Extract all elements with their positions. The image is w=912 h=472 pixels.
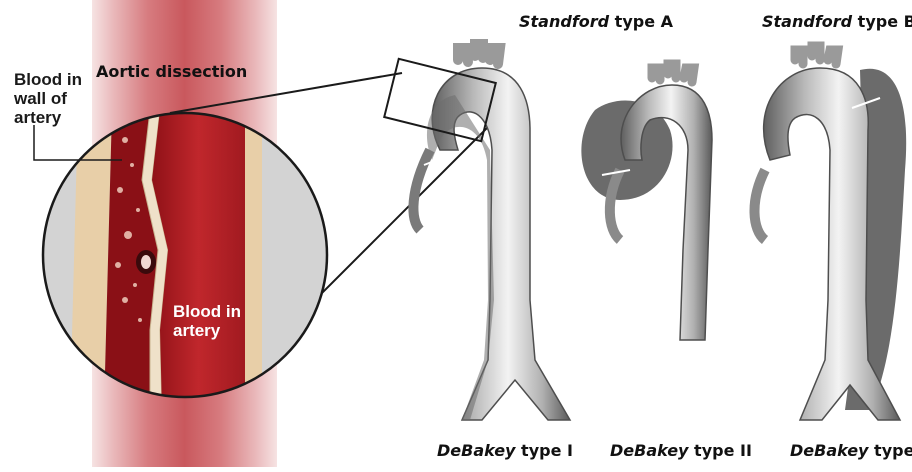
- callout-wall-line-3: artery: [14, 108, 82, 127]
- label-debakey-1: DeBakey type I: [437, 441, 573, 460]
- aorta-debakey-3: [754, 46, 906, 420]
- label-debakey-1-suffix: type I: [515, 441, 572, 460]
- label-debakey-2-name: DeBakey: [610, 441, 688, 460]
- callout-blood-in-artery: Blood in artery: [173, 302, 241, 340]
- callout-blood-in-wall: Blood in wall of artery: [14, 70, 82, 127]
- callout-wall-line-2: wall of: [14, 89, 82, 108]
- callout-artery-line-1: Blood in: [173, 302, 241, 321]
- label-debakey-3-name: DeBakey: [790, 441, 868, 460]
- label-stanford-a-name: Standford: [519, 12, 609, 31]
- label-debakey-3-suffix: type III: [868, 441, 912, 460]
- label-stanford-a-suffix: type A: [609, 12, 673, 31]
- illustration-title: Aortic dissection: [96, 62, 247, 81]
- label-debakey-2: DeBakey type II: [610, 441, 752, 460]
- label-debakey-1-name: DeBakey: [437, 441, 515, 460]
- callout-artery-line-2: artery: [173, 321, 241, 340]
- label-stanford-b-name: Standford: [762, 12, 852, 31]
- callout-wall-line-1: Blood in: [14, 70, 82, 89]
- label-debakey-2-suffix: type II: [688, 441, 751, 460]
- label-debakey-3: DeBakey type III: [790, 441, 912, 460]
- label-stanford-a: Standford type A: [519, 12, 673, 31]
- aorta-debakey-2: [581, 64, 712, 340]
- label-stanford-b: Standford type B: [762, 12, 912, 31]
- label-stanford-b-suffix: type B: [852, 12, 912, 31]
